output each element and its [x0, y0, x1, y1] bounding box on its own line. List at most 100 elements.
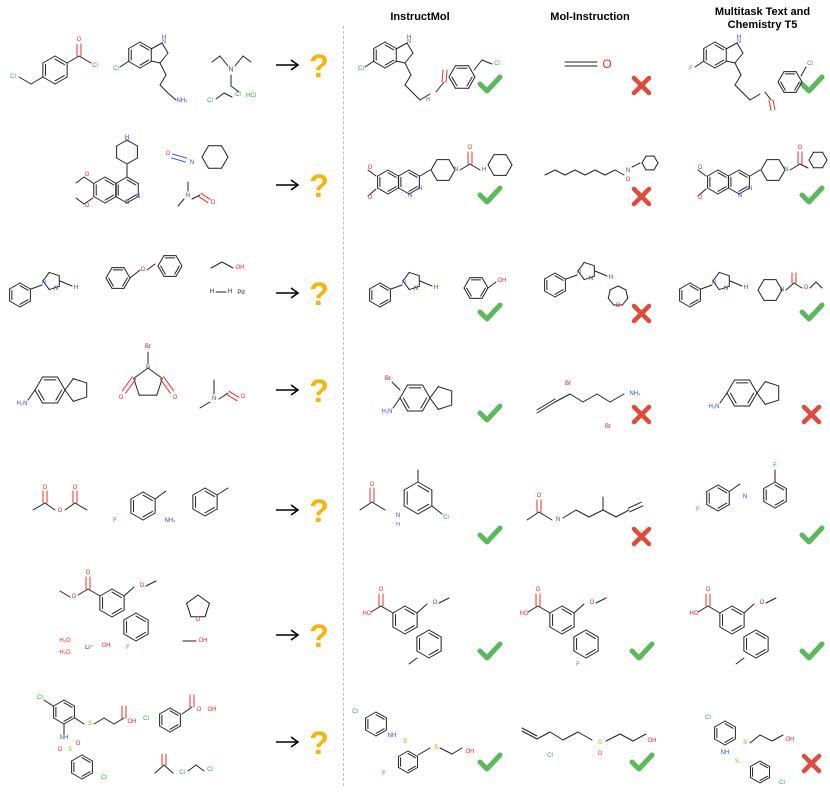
- divider-line: [343, 26, 344, 786]
- atom-label: O: [706, 587, 711, 593]
- atom-label: H: [228, 289, 232, 295]
- atom-label: Cl: [705, 715, 711, 721]
- atom-label: H: [426, 97, 430, 103]
- atom-label: HO: [520, 611, 529, 617]
- instructmol-check-mark-row-2: [477, 185, 503, 205]
- atom-label: H: [737, 35, 741, 41]
- reactant-aminoindane: H₂N: [17, 376, 88, 407]
- atom-label: Pd: [237, 290, 244, 296]
- reactant-methanol: OH: [182, 638, 208, 644]
- atom-label: H: [210, 289, 214, 295]
- atom-label: H₂N: [709, 404, 720, 410]
- atom-label: O: [196, 617, 201, 623]
- atom-label: OH: [102, 643, 111, 649]
- atom-label: O: [468, 145, 473, 151]
- question-mark: ?: [309, 373, 329, 409]
- atom-label: F: [126, 645, 130, 651]
- t5-check-mark-row-5: [799, 525, 825, 545]
- atom-label: OH: [498, 278, 507, 284]
- atom-label: N: [780, 287, 784, 293]
- atom-label: Cl: [179, 770, 185, 776]
- header-mol-instruction: Mol-Instruction: [550, 11, 630, 23]
- atom-label: H: [74, 285, 78, 291]
- reactant-water-1: H₂O: [59, 638, 71, 644]
- atom-label: NH₂: [165, 518, 177, 524]
- atom-label: H: [609, 275, 613, 281]
- atom-label: O: [76, 741, 81, 747]
- atom-label: N: [212, 396, 216, 402]
- atom-label: O: [804, 285, 809, 291]
- atom-label: O: [760, 600, 765, 606]
- t5-check-mark-row-3: [799, 302, 825, 322]
- atom-label: N: [125, 200, 129, 206]
- atom-label: O: [77, 37, 82, 43]
- atom-label: Cl: [92, 63, 98, 69]
- atom-label: Br: [605, 424, 611, 430]
- atom-label: N: [556, 517, 560, 523]
- atom-label: O: [58, 508, 63, 514]
- instructmol-check-mark-row-3: [477, 302, 503, 322]
- atom-label: NH: [721, 750, 730, 756]
- atom-label: H: [125, 135, 129, 141]
- atom-label: S: [598, 740, 602, 746]
- reactant-pd: Pd: [237, 290, 244, 296]
- atom-label: N: [407, 39, 411, 45]
- question-mark: ?: [309, 276, 329, 312]
- atom-label: OH: [208, 707, 217, 713]
- atom-label: N: [125, 138, 129, 144]
- atom-label: Br: [385, 376, 391, 382]
- atom-label: S: [434, 745, 438, 751]
- atom-label: HCl: [246, 93, 256, 99]
- atom-label: S: [68, 747, 72, 753]
- reactant-water-2: H₂O: [59, 650, 71, 656]
- atom-label: O: [197, 707, 202, 713]
- atom-label: Cl: [547, 753, 553, 759]
- reactant-acetone: [154, 753, 174, 774]
- atom-label: O: [119, 395, 124, 401]
- atom-label: F: [113, 518, 117, 524]
- reaction-arrow-0: [276, 59, 300, 71]
- atom-label: N: [626, 168, 630, 174]
- reactant-thf: O: [186, 594, 210, 623]
- atom-label: O: [58, 747, 63, 753]
- atom-label: O: [173, 395, 178, 401]
- t5-check-mark-row-6: [799, 641, 825, 661]
- atom-label: Cl: [113, 66, 119, 72]
- atom-label: N: [54, 286, 58, 292]
- atom-label: O: [73, 485, 78, 491]
- atom-label: Br: [565, 381, 571, 387]
- atom-label: N: [577, 270, 581, 276]
- reactant-ethanol: OH: [210, 261, 245, 271]
- atom-label: OH: [786, 737, 795, 743]
- atom-label: O: [368, 165, 373, 171]
- question-mark: ?: [309, 725, 329, 761]
- atom-label: Cl: [37, 695, 43, 701]
- atom-label: NH: [388, 733, 397, 739]
- mol-instruction-product-row-1: O: [564, 57, 612, 71]
- atom-label: S: [735, 759, 739, 765]
- mol-instruction-cross-mark-row-2: [631, 186, 652, 207]
- atom-label: O: [626, 177, 631, 183]
- atom-label: S: [743, 740, 747, 746]
- atom-label: N: [743, 494, 747, 500]
- reactant-toluene: [192, 487, 229, 517]
- reactant-hcl: HCl: [246, 93, 256, 99]
- atom-label: O: [537, 493, 542, 499]
- atom-label: NH₂: [630, 391, 642, 397]
- atom-label: Cl: [494, 61, 500, 67]
- atom-label: Li⁺: [85, 644, 93, 651]
- atom-label: N: [712, 280, 716, 286]
- atom-label: OH: [128, 719, 137, 725]
- atom-label: O: [698, 165, 703, 171]
